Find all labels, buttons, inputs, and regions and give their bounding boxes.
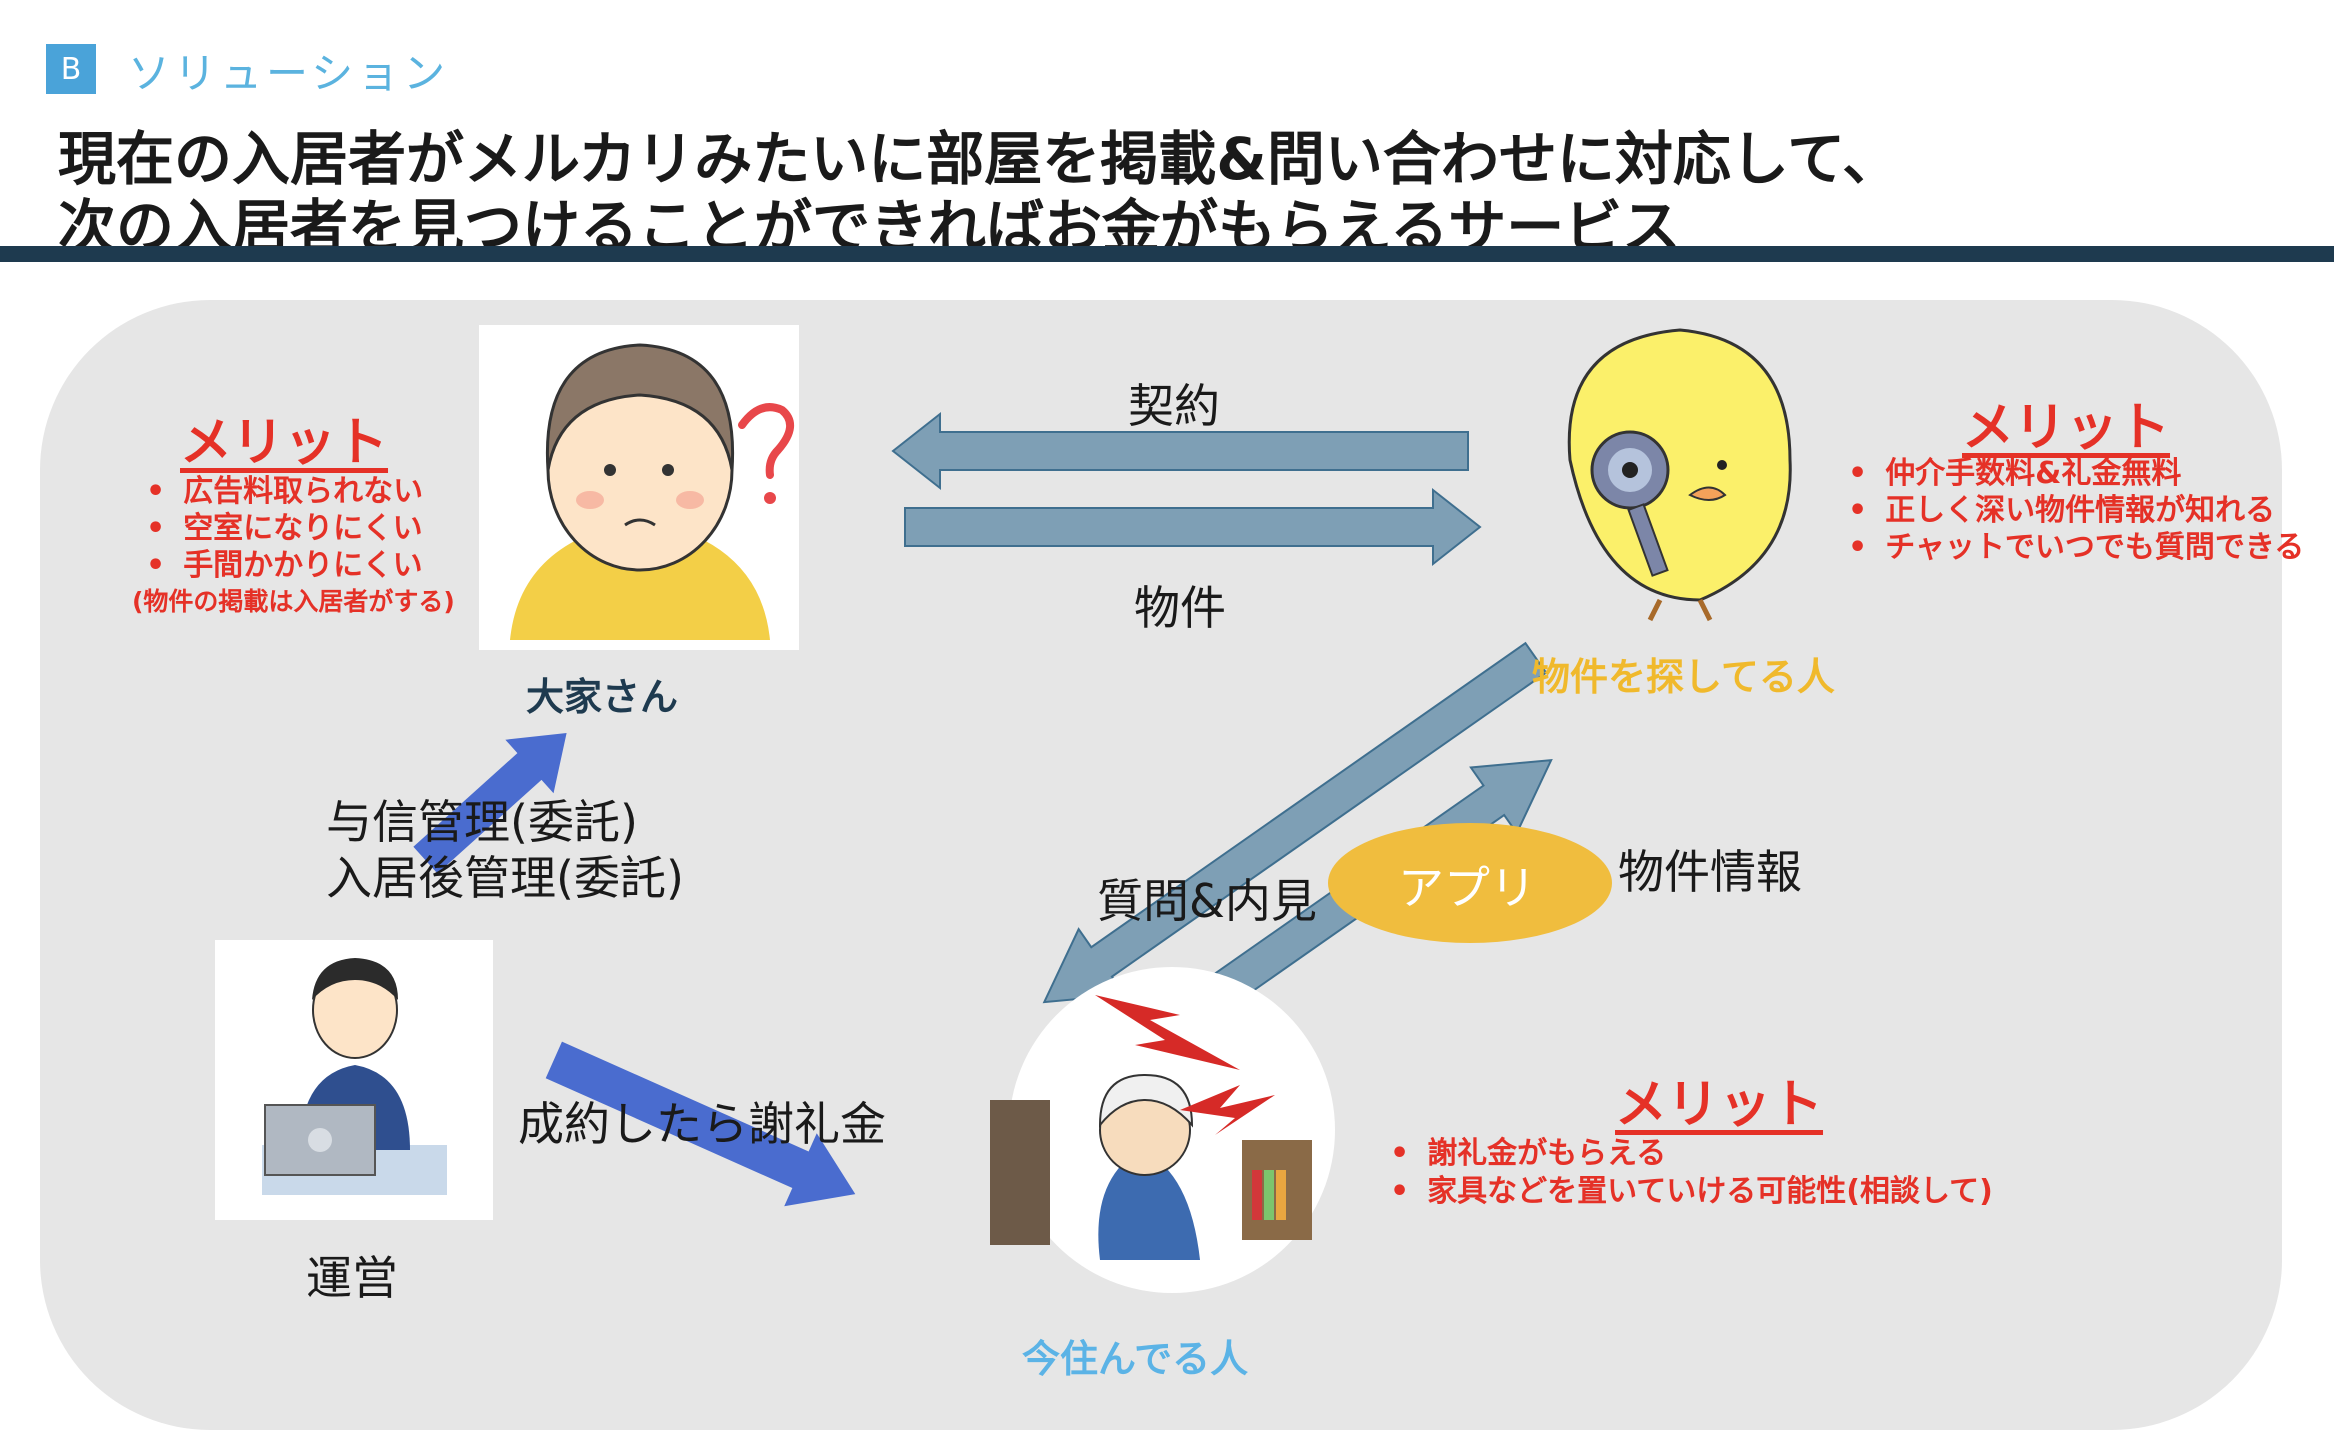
landlord-illustration xyxy=(510,343,794,640)
seeker-merit-item: チャットでいつでも質問できる xyxy=(1848,522,2304,566)
credit-label-line-1: 与信管理(委託) xyxy=(326,795,638,849)
credit-label-line-2: 入居後管理(委託) xyxy=(326,851,684,905)
operator-illustration xyxy=(262,958,447,1195)
contract-label: 契約 xyxy=(1128,379,1220,433)
landlord-merit-title: メリット xyxy=(180,413,389,473)
credit-arrow xyxy=(413,733,567,874)
section-label: ソリューション xyxy=(128,49,450,98)
landlord-label: 大家さん xyxy=(526,675,679,719)
app-label: アプリ xyxy=(1398,861,1536,915)
title-rule xyxy=(0,246,2334,262)
reward-arrow xyxy=(545,1041,856,1207)
operator-label: 運営 xyxy=(306,1251,398,1305)
resident-merit-item: 家具などを置いていける可能性(相談して) xyxy=(1390,1166,1993,1210)
seeker-label: 物件を探してる人 xyxy=(1532,655,1835,699)
property-info-label: 物件情報 xyxy=(1618,845,1802,899)
resident-label: 今住んでる人 xyxy=(1022,1337,1249,1381)
resident-illustration xyxy=(990,995,1312,1260)
property-arrow xyxy=(904,487,1482,567)
headline-line-1: 現在の入居者がメルカリみたいに部屋を掲載&問い合わせに対応して、 xyxy=(58,125,1901,193)
landlord-merit-note: (物件の掲載は入居者がする) xyxy=(132,587,455,616)
section-badge: B xyxy=(46,44,96,94)
seeker-illustration xyxy=(1567,328,1792,622)
property-label: 物件 xyxy=(1134,581,1226,635)
question-label: 質問&内見 xyxy=(1097,874,1317,928)
reward-label: 成約したら謝礼金 xyxy=(518,1097,886,1151)
contract-arrow xyxy=(891,411,1469,491)
app-ellipse xyxy=(1328,823,1612,943)
landlord-merit-item: 手間かかりにくい xyxy=(146,540,422,584)
resident-merit-title: メリット xyxy=(1615,1075,1824,1135)
